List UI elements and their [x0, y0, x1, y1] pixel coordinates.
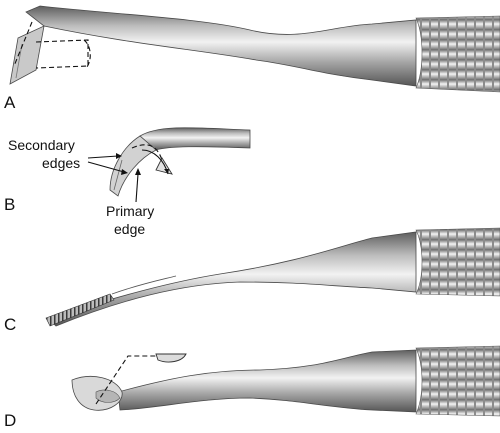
- instrument-d: [71, 345, 500, 417]
- secondary-edges-label-line2: edges: [42, 155, 80, 171]
- instrument-a: [9, 5, 500, 93]
- panel-label-c: C: [4, 315, 16, 334]
- primary-edge-label-line2: edge: [114, 221, 145, 237]
- primary-edge-label-line1: Primary: [106, 203, 154, 219]
- panel-label-a: A: [4, 93, 16, 112]
- panel-label-b: B: [4, 195, 15, 214]
- secondary-edges-arrows: [87, 153, 128, 175]
- instrument-c: [45, 227, 500, 327]
- primary-edge-arrow: [135, 168, 141, 203]
- instrument-b-detail: [109, 127, 251, 197]
- secondary-edges-label-line1: Secondary: [8, 137, 75, 153]
- panel-label-d: D: [4, 411, 16, 430]
